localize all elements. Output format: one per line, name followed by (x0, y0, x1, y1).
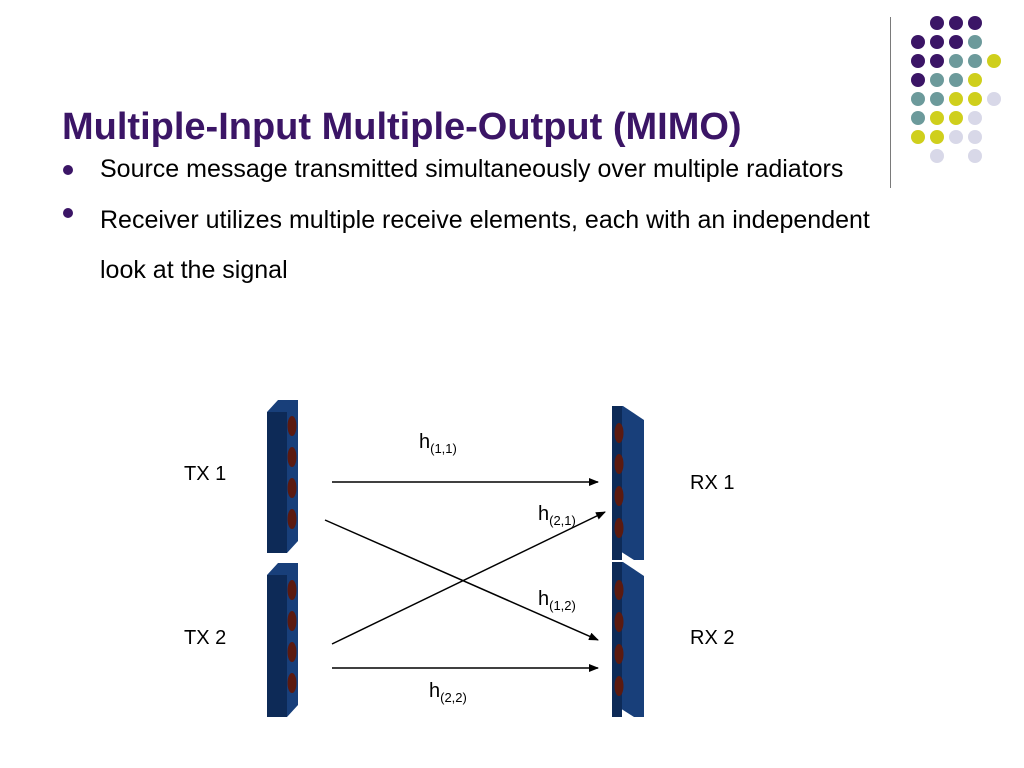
channel-subscript: (2,1) (549, 513, 576, 528)
header-divider (890, 17, 891, 188)
channel-symbol: h (419, 431, 430, 453)
rx1-label: RX 1 (690, 472, 734, 494)
bullet-text: Source message transmitted simultaneousl… (100, 155, 844, 183)
channel-label-2-1: h(2,1) (538, 503, 576, 528)
rx2-antenna-icon (612, 562, 644, 717)
bullet-text: Receiver utilizes multiple receive eleme… (100, 206, 870, 284)
channel-subscript: (1,1) (430, 441, 457, 456)
channel-symbol: h (538, 503, 549, 525)
channel-label-2-2: h(2,2) (429, 680, 467, 705)
channel-subscript: (2,2) (440, 690, 467, 705)
rx1-antenna-icon (612, 406, 644, 560)
channel-symbol: h (538, 588, 549, 610)
channel-symbol: h (429, 680, 440, 702)
tx1-antenna-icon (267, 400, 298, 553)
bullet-icon (63, 165, 73, 175)
channel-label-1-2: h(1,2) (538, 588, 576, 613)
channel-arrow-2-1 (331, 511, 606, 645)
bullet-item: Receiver utilizes multiple receive eleme… (62, 195, 872, 295)
tx2-antenna-icon (267, 563, 298, 717)
bullet-list: Source message transmitted simultaneousl… (62, 152, 872, 295)
channel-label-1-1: h(1,1) (419, 431, 457, 456)
channel-subscript: (1,2) (549, 598, 576, 613)
bullet-icon (63, 208, 73, 218)
bullet-item: Source message transmitted simultaneousl… (62, 152, 872, 187)
tx1-label: TX 1 (184, 463, 226, 485)
slide-title: Multiple-Input Multiple-Output (MIMO) (62, 106, 742, 148)
channel-arrow-1-2 (324, 519, 599, 641)
rx2-label: RX 2 (690, 627, 734, 649)
tx2-label: TX 2 (184, 627, 226, 649)
